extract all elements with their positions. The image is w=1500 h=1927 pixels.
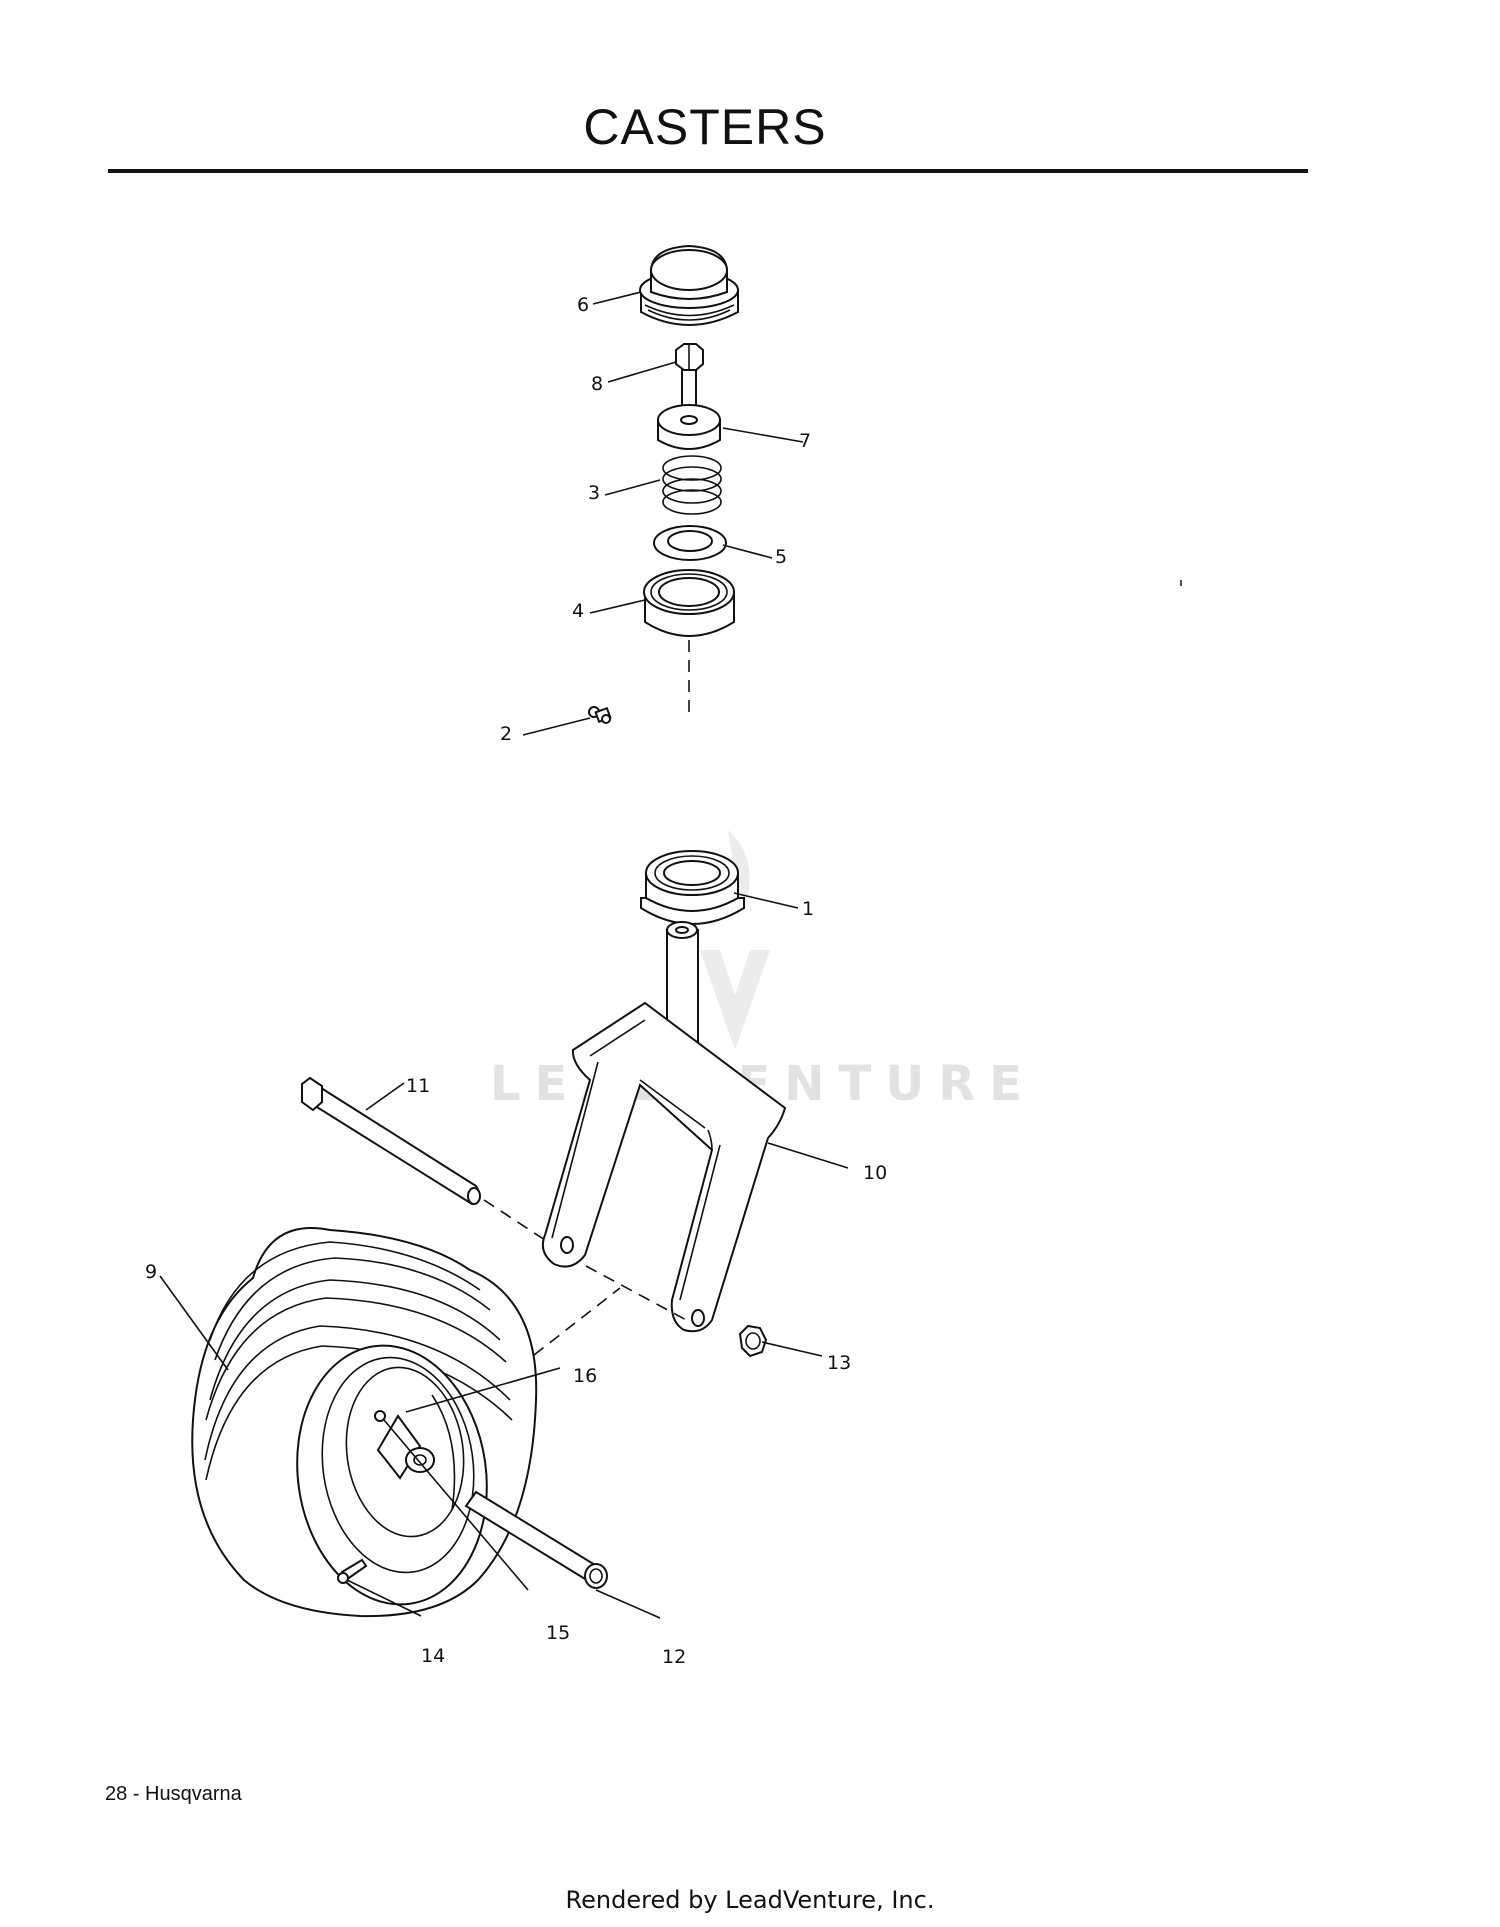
callout-5: 5	[775, 546, 787, 568]
callout-11: 11	[406, 1075, 430, 1097]
callout-14: 14	[421, 1645, 445, 1667]
spring-part	[662, 455, 722, 515]
upper-bearing-part	[643, 569, 735, 637]
flat-washer-part	[653, 525, 727, 561]
spacer-tube-part	[464, 1490, 608, 1589]
callout-16: 16	[573, 1365, 597, 1387]
leader-lines	[159, 291, 849, 1619]
callout-6: 6	[577, 294, 589, 316]
wheel-tire-part	[191, 1227, 538, 1618]
retainer-washer-part	[657, 404, 721, 450]
callout-15: 15	[546, 1622, 570, 1644]
callout-labels: 1 2 3 4 5 6 7 8 9 10 11 12 13 14 15 16	[145, 294, 887, 1668]
callout-12: 12	[662, 1646, 686, 1668]
leadventure-watermark: LEADVENTURE	[490, 830, 1022, 1112]
callout-13: 13	[827, 1352, 851, 1374]
caster-fork-part	[541, 921, 787, 1333]
lock-nut-part	[738, 1324, 768, 1358]
callout-4: 4	[572, 600, 584, 622]
axle-axis-line-1	[483, 1199, 546, 1241]
callout-1: 1	[802, 898, 814, 920]
callout-9: 9	[145, 1261, 157, 1283]
page-title: CASTERS	[583, 99, 827, 155]
callout-2: 2	[500, 723, 512, 745]
page-footer-number: 28 - Husqvarna	[105, 1783, 242, 1805]
axle-axis-line-3	[533, 1287, 621, 1356]
title-rule	[108, 169, 1308, 173]
render-credit: Rendered by LeadVenture, Inc.	[565, 1886, 935, 1914]
axle-bolt-part	[301, 1076, 481, 1206]
hub-grease-fitting-part	[374, 1410, 386, 1422]
dust-cap-part	[639, 244, 739, 326]
bolt-part	[675, 343, 704, 415]
callout-10: 10	[863, 1162, 887, 1184]
flanged-bearing-part	[640, 850, 745, 925]
callout-3: 3	[588, 482, 600, 504]
callout-8: 8	[591, 373, 603, 395]
grease-fitting-part	[588, 706, 612, 724]
callout-7: 7	[799, 430, 811, 452]
valve-stem-part	[337, 1558, 368, 1584]
